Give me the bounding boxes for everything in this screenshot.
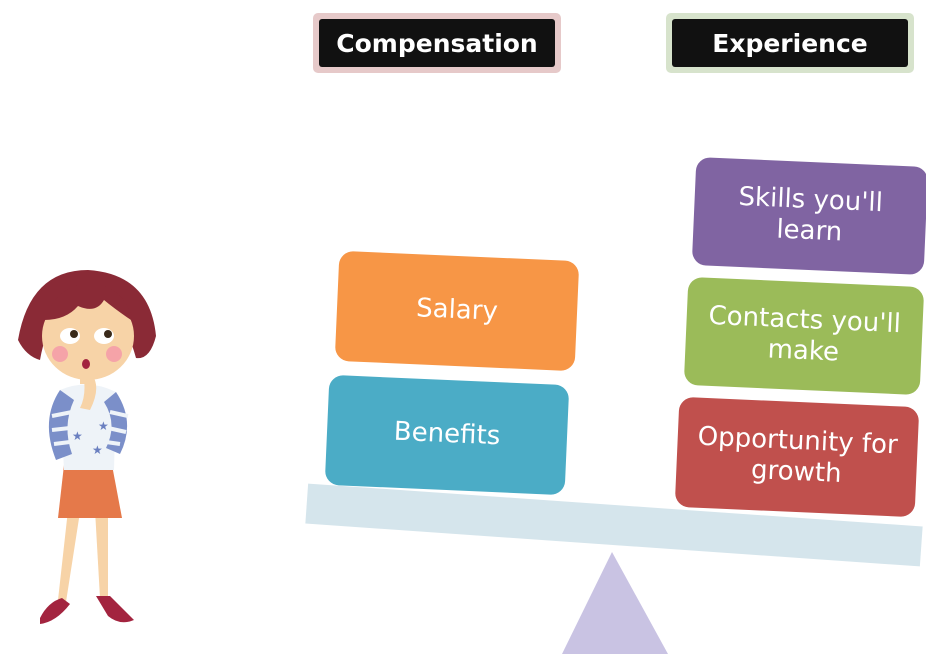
skills-label: Skills you'll learn: [737, 181, 884, 248]
svg-text:★: ★: [72, 429, 83, 443]
growth-label: Opportunity for growth: [697, 421, 899, 489]
compensation-header-label: Compensation: [319, 19, 555, 67]
skills-block: Skills you'll learn: [691, 156, 926, 276]
svg-text:★: ★: [92, 443, 103, 457]
contacts-block: Contacts you'll make: [683, 276, 925, 396]
salary-block: Salary: [334, 250, 580, 372]
contacts-label: Contacts you'll make: [707, 300, 902, 368]
benefits-label: Benefits: [393, 417, 501, 452]
salary-label: Salary: [415, 293, 499, 328]
thinking-girl-illustration: ★ ★ ★: [18, 270, 156, 624]
experience-header-label: Experience: [672, 19, 908, 67]
compensation-header: Compensation: [313, 13, 561, 73]
growth-block: Opportunity for growth: [674, 396, 920, 518]
benefits-block: Benefits: [324, 374, 570, 496]
svg-text:★: ★: [98, 419, 109, 433]
experience-header: Experience: [666, 13, 914, 73]
